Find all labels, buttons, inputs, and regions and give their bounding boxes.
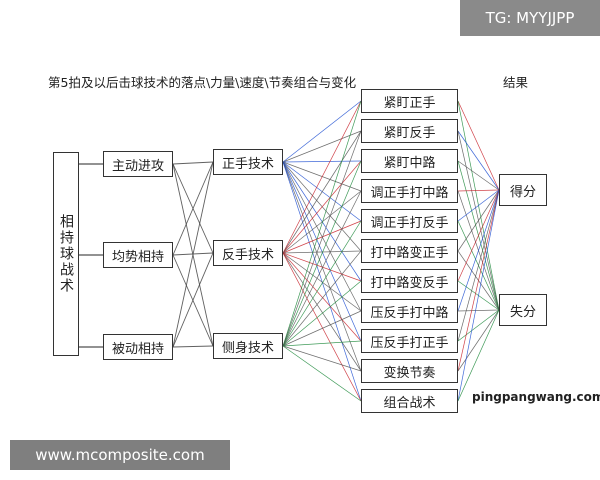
placement-to-result-line xyxy=(457,189,500,312)
state-to-technique-line xyxy=(172,345,214,348)
technique-to-placement-line xyxy=(282,252,362,372)
technique-to-placement-line xyxy=(282,252,362,312)
placement-box-2: 紧盯反手 xyxy=(361,119,458,143)
placement-to-result-line xyxy=(457,100,500,191)
placement-to-result-line xyxy=(457,189,500,192)
state-box-3: 被动相持 xyxy=(103,334,173,360)
placement-to-result-line xyxy=(457,189,500,222)
watermark-top-badge: TG: MYYJJPP xyxy=(460,0,600,36)
technique-to-placement-line xyxy=(282,161,362,312)
placement-to-result-line xyxy=(457,160,500,191)
technique-to-placement-line xyxy=(282,220,362,347)
placement-to-result-line xyxy=(457,189,500,372)
placement-box-9: 压反手打正手 xyxy=(361,329,458,353)
state-to-technique-line xyxy=(172,161,214,348)
technique-box-backhand: 反手技术 xyxy=(213,240,283,266)
state-to-technique-line xyxy=(172,252,214,348)
placement-box-11: 组合战术 xyxy=(361,389,458,413)
technique-to-placement-line xyxy=(282,161,362,342)
technique-box-forehand: 正手技术 xyxy=(213,149,283,175)
technique-to-placement-line xyxy=(282,280,362,347)
technique-to-placement-line xyxy=(282,100,362,347)
watermark-bottom-badge: www.mcomposite.com xyxy=(10,440,230,470)
technique-to-placement-line xyxy=(282,250,362,347)
technique-to-placement-line xyxy=(282,161,362,282)
result-box-lose: 失分 xyxy=(499,294,547,326)
technique-to-placement-line xyxy=(282,130,362,163)
technique-to-placement-line xyxy=(282,160,362,347)
technique-to-placement-line xyxy=(282,310,362,347)
result-box-score: 得分 xyxy=(499,174,547,206)
root-label: 相持球战术 xyxy=(58,214,74,294)
placement-to-result-line xyxy=(457,189,500,342)
diagram-title: 第5拍及以后击球技术的落点\力量\速度\节奏组合与变化 xyxy=(48,75,357,90)
state-to-technique-line xyxy=(172,161,214,165)
technique-to-placement-line xyxy=(282,345,362,402)
technique-to-placement-line xyxy=(282,252,362,282)
placement-to-result-line xyxy=(457,309,500,312)
technique-to-placement-line xyxy=(282,100,362,254)
placement-to-result-line xyxy=(457,189,500,282)
technique-to-placement-line xyxy=(282,161,362,402)
placement-to-result-line xyxy=(457,130,500,191)
state-box-1: 主动进攻 xyxy=(103,151,173,177)
technique-to-placement-line xyxy=(282,250,362,254)
placement-box-8: 压反手打中路 xyxy=(361,299,458,323)
placement-box-4: 调正手打中路 xyxy=(361,179,458,203)
state-to-technique-line xyxy=(172,161,214,256)
placement-box-7: 打中路变反手 xyxy=(361,269,458,293)
connector-lines xyxy=(79,100,500,402)
placement-to-result-line xyxy=(457,189,500,252)
technique-to-placement-line xyxy=(282,252,362,402)
placement-box-6: 打中路变正手 xyxy=(361,239,458,263)
technique-to-placement-line xyxy=(282,161,362,372)
placement-to-result-line xyxy=(457,309,500,342)
technique-to-placement-line xyxy=(282,160,362,254)
placement-box-5: 调正手打反手 xyxy=(361,209,458,233)
technique-to-placement-line xyxy=(282,160,362,163)
technique-to-placement-line xyxy=(282,252,362,342)
result-header: 结果 xyxy=(503,75,529,90)
technique-box-sidebody: 侧身技术 xyxy=(213,333,283,359)
technique-to-placement-line xyxy=(282,100,362,163)
placement-to-result-line xyxy=(457,309,500,372)
state-box-2: 均势相持 xyxy=(103,242,173,268)
technique-to-placement-line xyxy=(282,130,362,347)
technique-to-placement-line xyxy=(282,190,362,347)
technique-to-placement-line xyxy=(282,190,362,254)
placement-to-result-line xyxy=(457,309,500,402)
placement-to-result-line xyxy=(457,189,500,402)
technique-to-placement-line xyxy=(282,220,362,254)
root-box: 相持球战术 xyxy=(53,152,79,356)
technique-to-placement-line xyxy=(282,340,362,347)
site-watermark: pingpangwang.com xyxy=(472,390,600,404)
technique-to-placement-line xyxy=(282,345,362,372)
placement-box-10: 变换节奏 xyxy=(361,359,458,383)
technique-to-placement-line xyxy=(282,130,362,254)
placement-box-1: 紧盯正手 xyxy=(361,89,458,113)
placement-box-3: 紧盯中路 xyxy=(361,149,458,173)
